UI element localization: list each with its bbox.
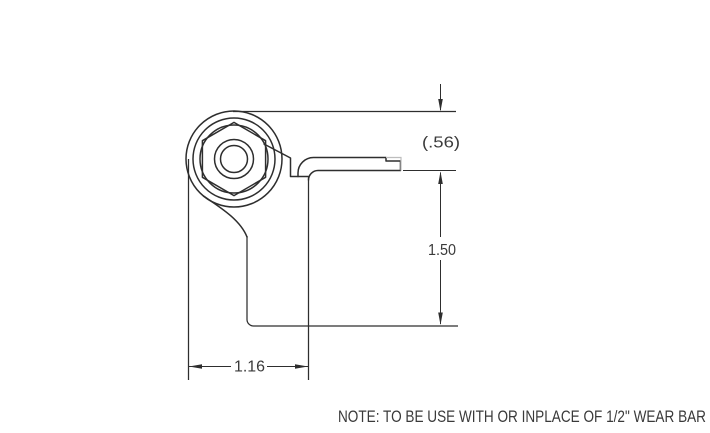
dimension-leg-height: 1.50 bbox=[428, 171, 456, 325]
drawing-note: NOTE: TO BE USE WITH OR INPLACE OF 1/2" … bbox=[338, 407, 706, 426]
profile-outline bbox=[187, 110, 458, 380]
dimension-flange-thickness: (.56) bbox=[403, 84, 460, 171]
pivot-boss bbox=[185, 110, 283, 208]
bolt-hole-circle bbox=[219, 144, 249, 174]
hex-nut bbox=[201, 121, 267, 197]
wear-tab-outline bbox=[297, 156, 402, 181]
dim-label-flange-thickness: (.56) bbox=[422, 135, 460, 152]
bolt-shank-circle bbox=[213, 138, 255, 180]
pocket-contour bbox=[263, 143, 310, 178]
tab-end-cap bbox=[386, 156, 402, 171]
dimension-base-width: 1.16 bbox=[189, 359, 308, 376]
arrowhead-right-icon bbox=[295, 364, 308, 369]
leg-bottom-edge bbox=[246, 236, 458, 327]
arrowhead-down-icon bbox=[438, 99, 443, 112]
dim-label-leg-height: 1.50 bbox=[428, 242, 456, 259]
boss-washer-circle bbox=[192, 117, 276, 201]
dim-label-base-width: 1.16 bbox=[234, 359, 265, 376]
nut-chamfer-circle bbox=[199, 124, 269, 194]
inner-diagonal-contour bbox=[202, 195, 248, 238]
arrowhead-down-icon bbox=[438, 312, 443, 325]
